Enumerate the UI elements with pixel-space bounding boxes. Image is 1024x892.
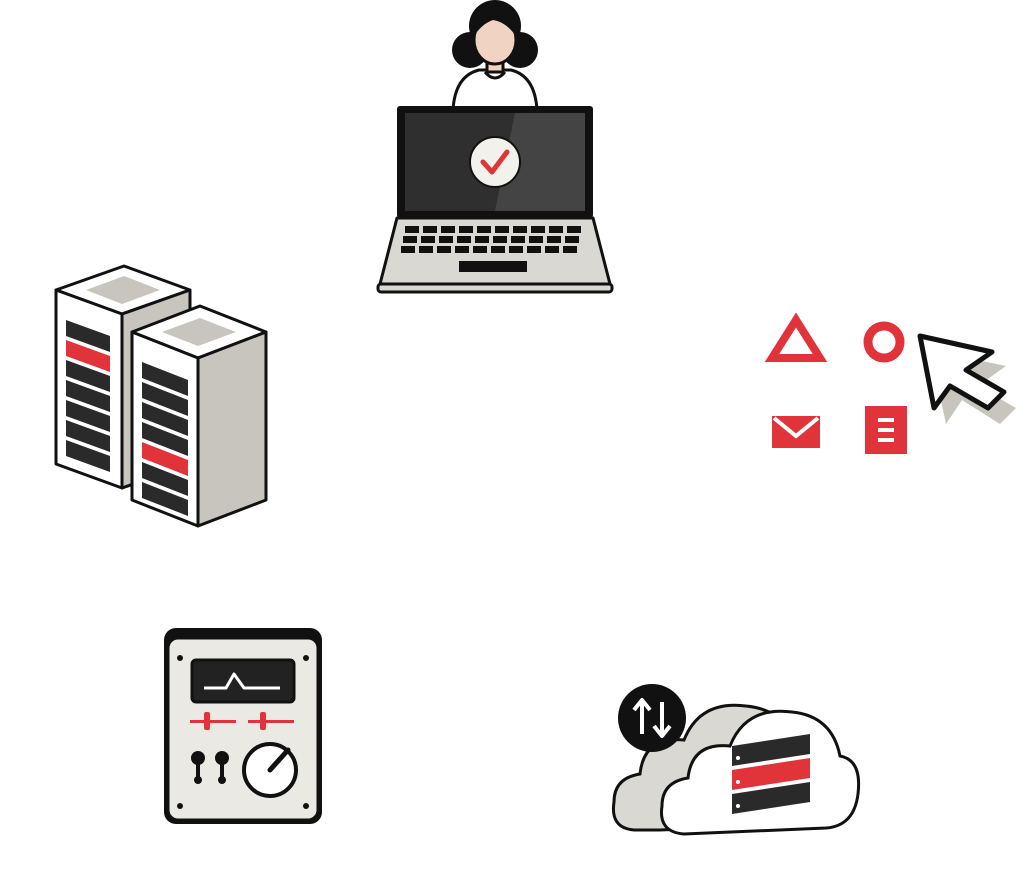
document-icon (865, 406, 907, 454)
transfer-arrows-icon (618, 684, 686, 752)
person-with-laptop-icon (376, 0, 614, 294)
cursor-pointer-icon (917, 333, 1016, 424)
triangle-icon (764, 312, 828, 362)
cloud-server-icon (611, 684, 861, 836)
server-rack-icon (54, 264, 268, 528)
cloud-server-illustration (611, 680, 864, 840)
app-icons-illustration (764, 312, 1016, 462)
control-panel-illustration (160, 624, 328, 828)
server-racks-illustration (52, 262, 272, 532)
circle-icon (863, 321, 905, 363)
user-laptop-illustration (375, 0, 615, 300)
checkmark-icon (469, 136, 521, 188)
mail-icon (772, 416, 820, 448)
control-panel-icon (164, 628, 322, 824)
